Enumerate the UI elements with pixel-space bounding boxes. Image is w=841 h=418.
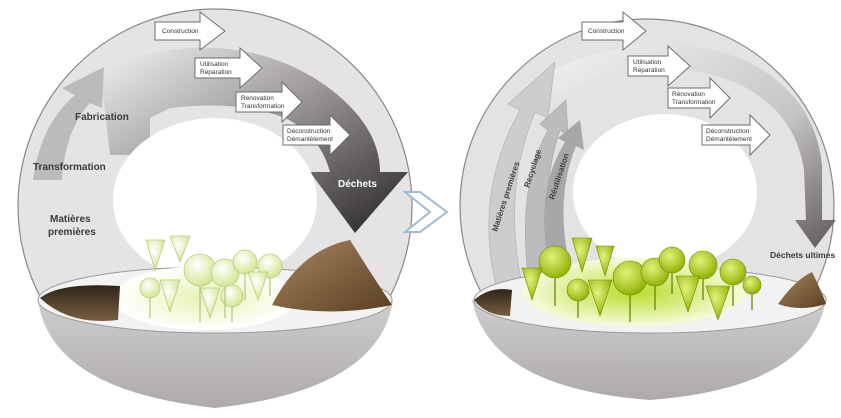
circular-step-label: Déconstruction [706,128,750,135]
linear-step-deconstruction: Déconstruction Démantèlement [282,113,351,157]
label-matieres-line2: premières [48,227,96,238]
linear-step-label: Démantèlement [287,136,333,143]
tree-icon [220,284,244,308]
tree-icon [719,258,747,286]
circular-inner-hole [573,114,757,270]
linear-mound [272,240,392,312]
tree-icon [521,267,543,302]
tree-icon [247,271,269,302]
chevron-right-icon [402,191,449,233]
circular-step-utilisation: Utilisation Réparation [627,44,691,88]
circular-step-deconstruction: Déconstruction Démantèlement [701,113,771,157]
linear-step-label: Transformation [241,103,285,110]
linear-step-label: Utilisation [200,61,229,68]
tree-icon [658,246,686,274]
reuse-inner-arrow [544,120,584,260]
circular-pit [474,289,512,316]
tree-icon [571,237,593,274]
label-dechets-ultimes: Déchets ultimes [770,250,835,260]
label-matieres-line1: Matières [50,214,91,225]
tree-icon [688,250,718,280]
circular-tree-trunks [554,273,753,322]
label-transformation: Transformation [33,162,106,173]
linear-step-construction: Construction [154,10,226,52]
linear-step-label: Rénovation [241,95,274,102]
label-fabrication: Fabrication [75,112,129,123]
circular-model: Construction Utilisation Réparation Réno… [459,10,836,400]
circular-step-renovation: Rénovation Transformation [667,76,731,120]
recycling-arrow [488,61,556,301]
linear-step-renovation: Rénovation Transformation [235,80,303,124]
tree-icon [566,278,590,302]
tree-icon [145,239,166,272]
circular-mound [778,272,826,308]
label-dechets: Déchets [338,179,377,190]
tree-icon [675,275,701,313]
linear-flow-arrow [100,47,408,233]
circular-step-label: Transformation [672,99,716,106]
linear-step-label: Construction [162,28,199,35]
circular-step-label: Construction [588,28,625,35]
circular-step-label: Démantèlement [706,136,752,143]
linear-step-label: Déconstruction [287,128,331,135]
circular-flow-arrow [535,44,836,248]
tree-icon [705,285,731,321]
linear-model: Construction Utilisation Réparation Réno… [17,8,413,408]
tree-icon [139,277,161,299]
tree-icon [199,287,221,320]
tree-icon [538,245,572,279]
linear-trees [139,235,283,320]
tree-icon [232,249,258,275]
tree-icon [159,279,181,314]
circular-step-label: Rénovation [672,91,705,98]
tree-icon [612,260,648,296]
circular-trees [521,237,762,321]
linear-step-label: Réparation [200,69,232,76]
linear-pit [40,285,120,322]
linear-tree-trunks [149,274,271,322]
tree-icon [169,235,191,264]
circular-step-label: Utilisation [633,59,662,66]
linear-step-utilisation: Utilisation Réparation [194,46,263,90]
tree-icon [742,275,762,295]
circular-step-construction: Construction [581,10,647,52]
circular-step-label: Réparation [633,67,665,74]
tree-icon [587,279,613,317]
linear-input-arrow [33,67,104,180]
tree-icon [595,245,615,278]
